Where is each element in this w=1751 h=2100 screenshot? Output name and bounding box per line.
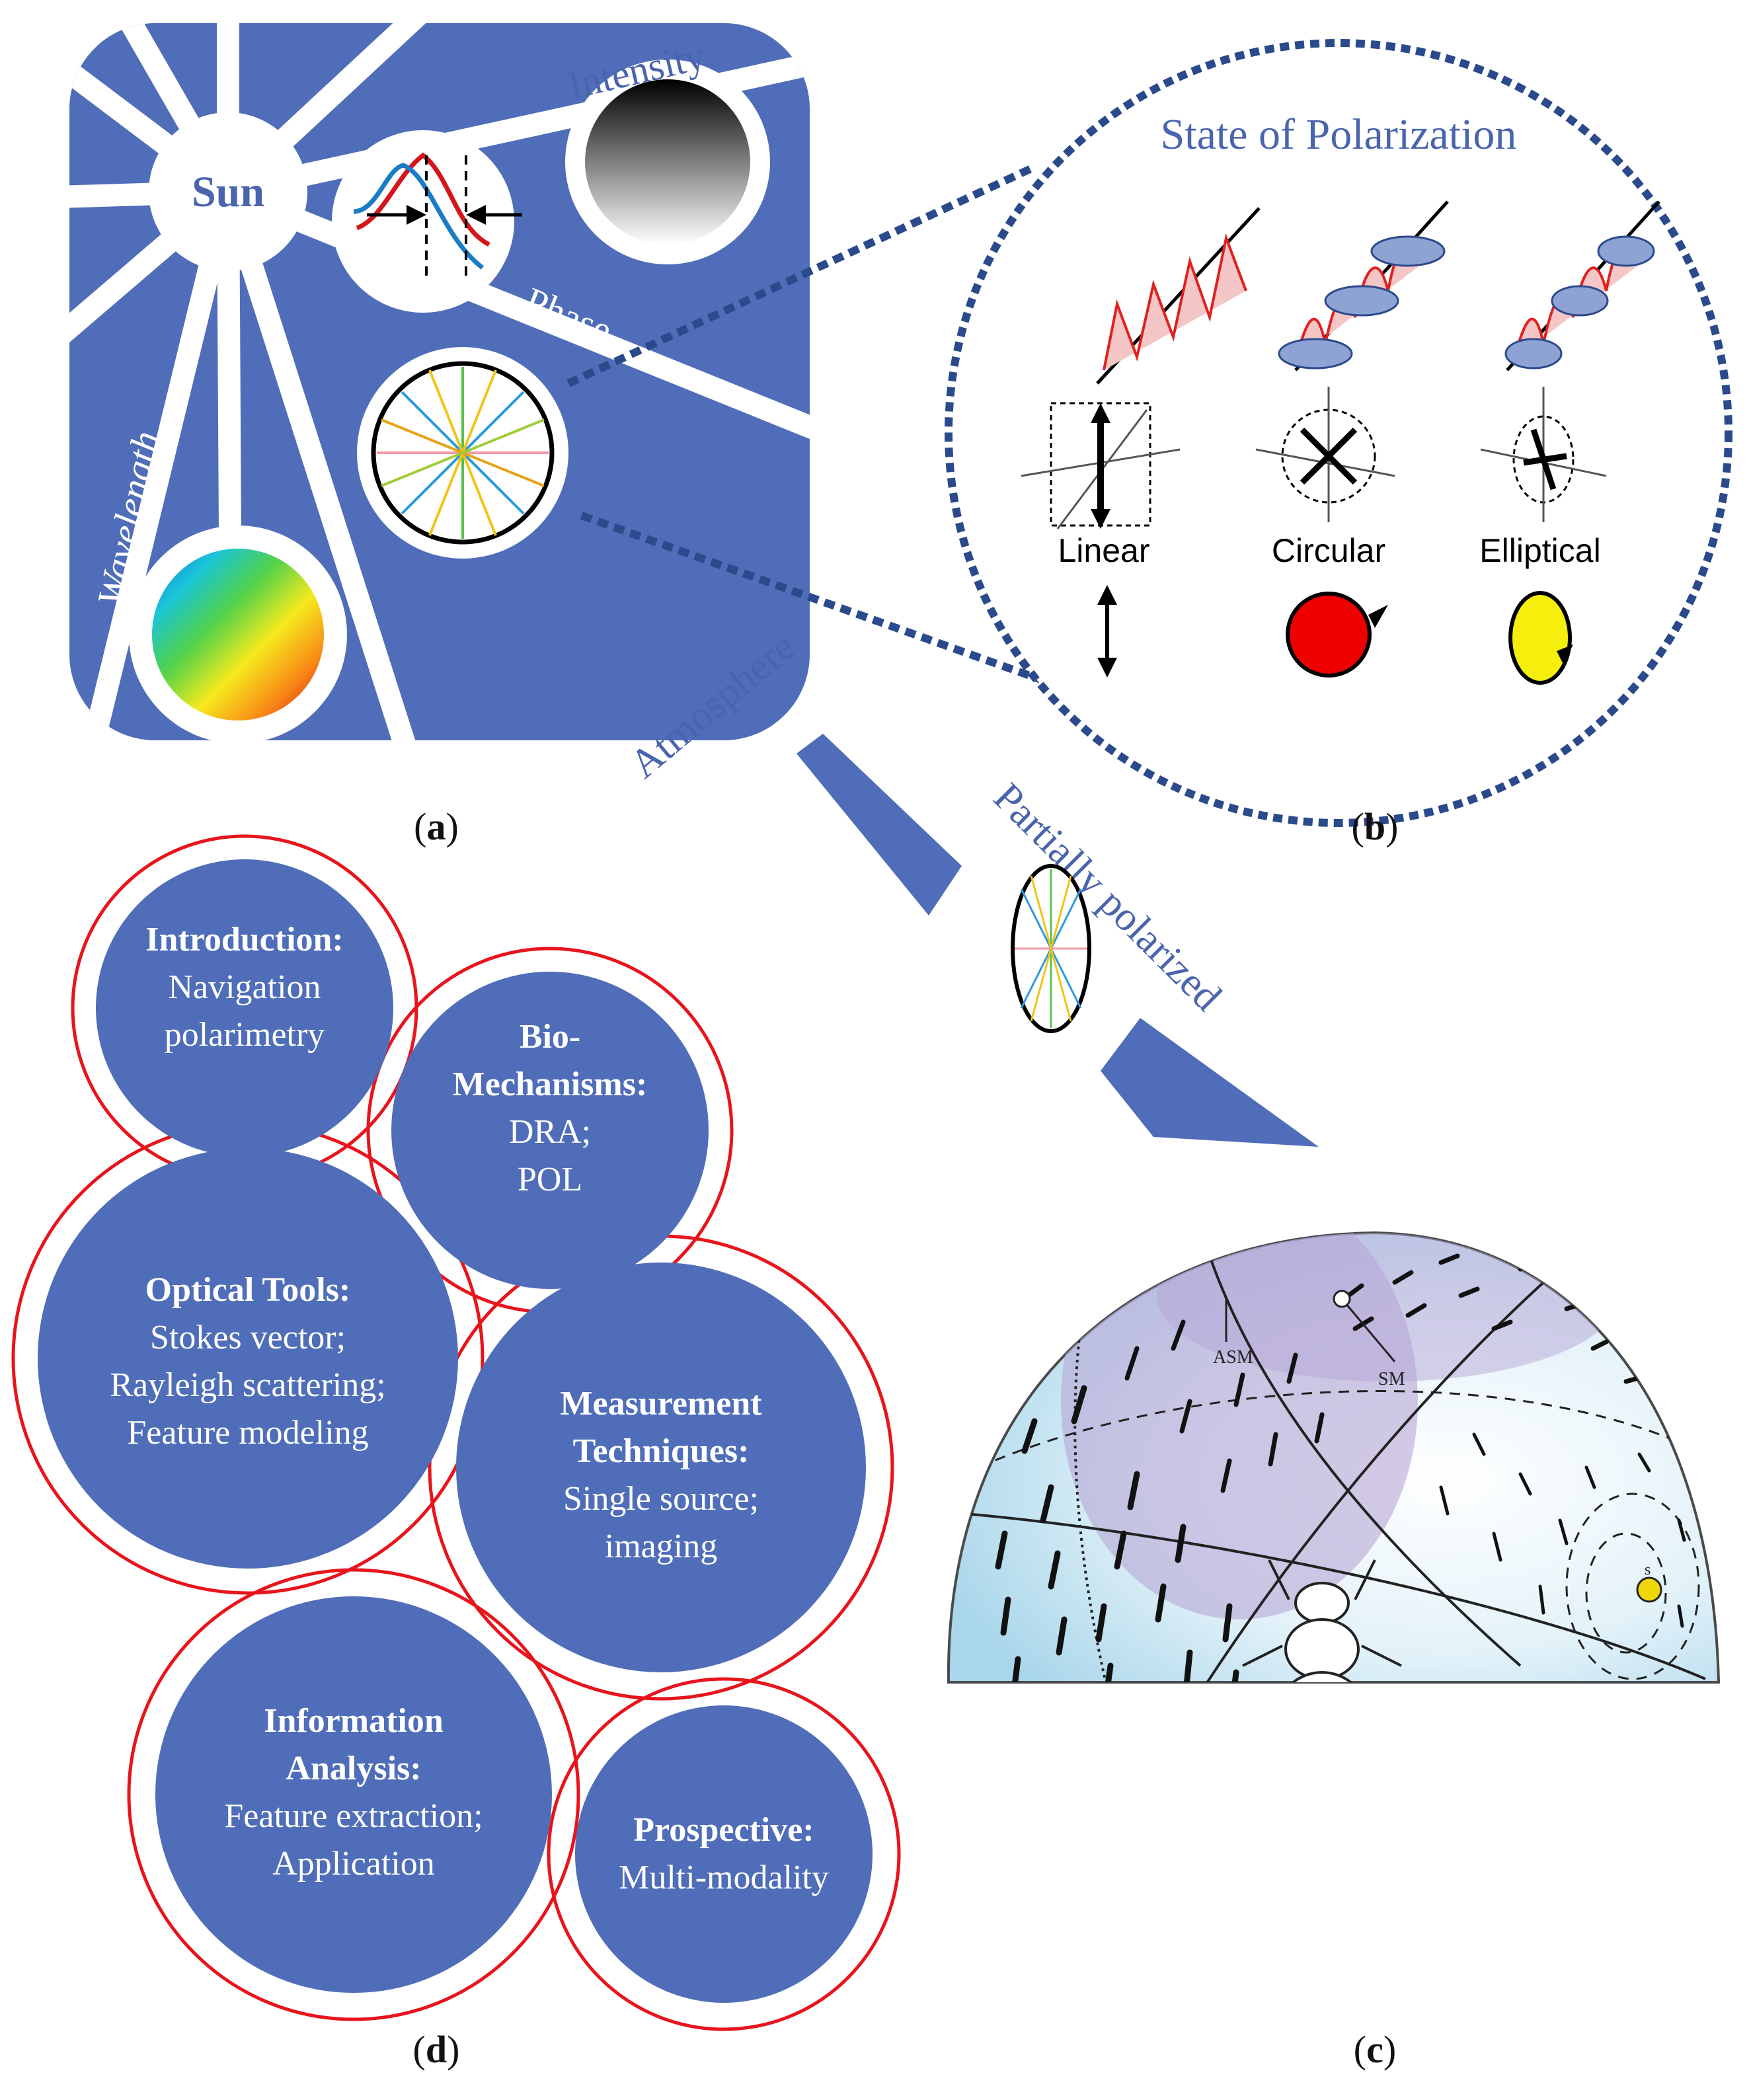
circular-label: Circular	[1272, 532, 1385, 569]
bubble-optical-tools: Optical Tools: Stokes vector; Rayleigh s…	[110, 1271, 385, 1452]
linear-polarization-diagram: Linear	[1021, 207, 1261, 678]
sun-position-marker	[1636, 1576, 1662, 1603]
elliptical-label: Elliptical	[1479, 532, 1600, 569]
svg-text:Stokes vector;: Stokes vector;	[150, 1319, 346, 1356]
partially-polarized-icon	[1011, 864, 1091, 1033]
svg-text:Analysis:: Analysis:	[286, 1750, 421, 1787]
svg-text:Optical Tools:: Optical Tools:	[145, 1271, 351, 1309]
asm-label: ASM	[1213, 1347, 1253, 1368]
svg-text:Single source;: Single source;	[563, 1480, 759, 1518]
svg-text:Mechanisms:: Mechanisms:	[453, 1066, 648, 1103]
wavelength-spectrum-icon	[129, 525, 347, 744]
bubble-introduction: Introduction: Navigation polarimetry	[145, 921, 344, 1054]
circular-polarization-diagram: Circular	[1255, 200, 1449, 678]
svg-text:POL: POL	[518, 1161, 582, 1198]
linear-label: Linear	[1058, 532, 1150, 569]
topic-rings	[11, 834, 901, 2031]
svg-text:Measurement: Measurement	[560, 1385, 762, 1422]
svg-text:imaging: imaging	[605, 1528, 717, 1565]
sun-position-label: s	[1645, 1561, 1651, 1578]
sun-disc	[149, 112, 307, 271]
caption-c: (c)	[1354, 2028, 1396, 2071]
bubble-information-analysis: Information Analysis: Feature extraction…	[224, 1702, 483, 1883]
svg-text:Application: Application	[272, 1845, 435, 1883]
svg-text:Navigation: Navigation	[168, 968, 321, 1006]
svg-text:Feature modeling: Feature modeling	[127, 1414, 368, 1452]
intensity-gradient-icon	[565, 59, 770, 264]
svg-text:Feature extraction;: Feature extraction;	[224, 1797, 483, 1835]
unpolarized-light-icon	[357, 347, 568, 559]
caption-a: (a)	[414, 805, 459, 848]
bubble-prospective: Prospective: Multi-modality	[619, 1811, 829, 1896]
panel-a-sun-properties: Sun	[69, 23, 810, 744]
svg-text:Prospective:: Prospective:	[633, 1811, 814, 1849]
panel-d-review-topics: Introduction: Navigation polarimetry Bio…	[11, 834, 901, 2031]
svg-text:Rayleigh scattering;: Rayleigh scattering;	[110, 1366, 385, 1404]
beam-segment-lower	[1101, 1018, 1319, 1147]
svg-text:polarimetry: polarimetry	[165, 1016, 325, 1054]
caption-b: (b)	[1352, 805, 1399, 848]
topic-text: Introduction: Navigation polarimetry Bio…	[110, 921, 829, 1896]
ant-icon	[1242, 1559, 1402, 1682]
svg-text:Techniques:: Techniques:	[573, 1432, 750, 1470]
svg-text:Bio-: Bio-	[520, 1018, 580, 1056]
beam-segment-upper	[797, 734, 962, 915]
polarization-title: State of Polarization	[1161, 110, 1517, 159]
topic-bubbles	[38, 859, 873, 2003]
bubble-bio-mechanisms: Bio- Mechanisms: DRA; POL	[453, 1018, 648, 1198]
sm-label: SM	[1378, 1369, 1405, 1389]
svg-text:DRA;: DRA;	[509, 1113, 591, 1151]
caption-d: (d)	[413, 2028, 460, 2071]
svg-text:Multi-modality: Multi-modality	[619, 1859, 829, 1896]
panel-c-sky-dome: ASM SM s	[947, 1231, 1721, 1684]
bubble-measurement-techniques: Measurement Techniques: Single source; i…	[560, 1385, 762, 1565]
sun-label: Sun	[192, 168, 264, 216]
panel-b-polarization-states: State of Polarization Linear	[945, 39, 1732, 827]
elliptical-polarization-diagram: Elliptical	[1479, 200, 1660, 685]
phase-waves-icon	[332, 130, 522, 313]
svg-text:Introduction:: Introduction:	[145, 921, 344, 958]
svg-text:Information: Information	[264, 1702, 444, 1740]
polarization-zoom-circle	[945, 39, 1732, 827]
